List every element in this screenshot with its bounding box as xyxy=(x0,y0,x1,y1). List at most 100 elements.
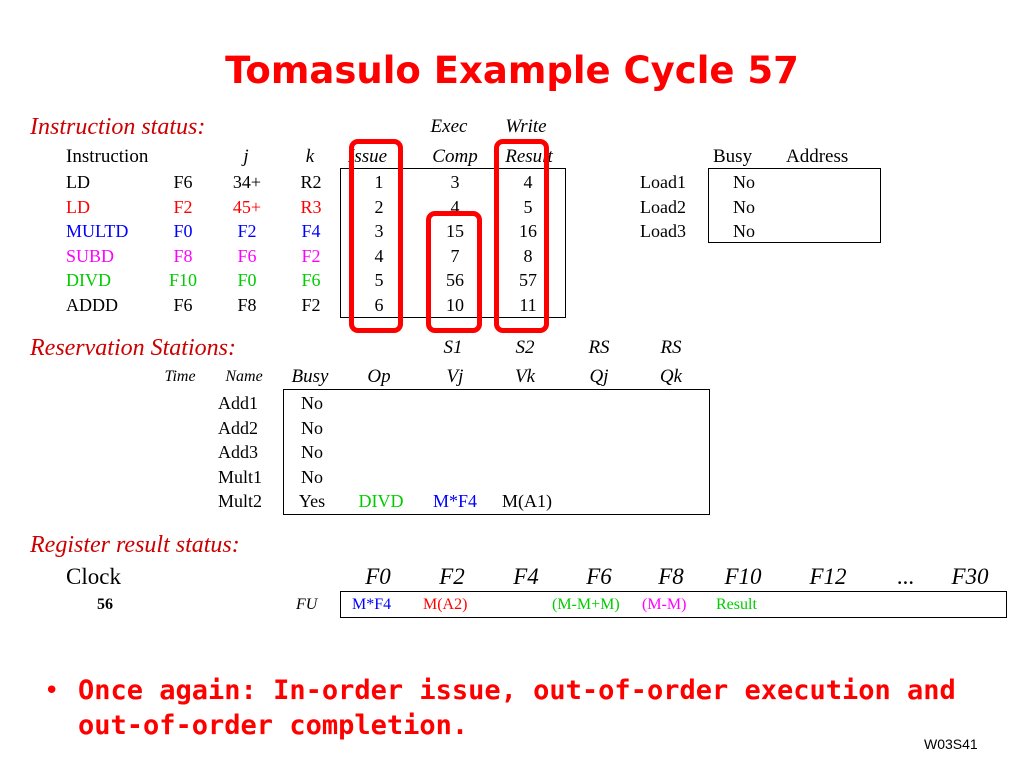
register-name: F0 xyxy=(365,564,391,589)
instr-issue: 6 xyxy=(374,295,384,315)
vk-header: Vk xyxy=(514,366,536,387)
instr-result: 4 xyxy=(523,172,533,192)
load-buffers-table-box xyxy=(708,168,881,243)
register-result-status-label: Register result status: xyxy=(30,532,240,558)
instr-comp: 4 xyxy=(450,196,460,217)
instr-j: F6 xyxy=(237,245,257,266)
rs-vj: M*F4 xyxy=(432,491,478,512)
instruction-header: Instruction xyxy=(66,146,149,167)
load-buffer-busy: No xyxy=(733,221,755,242)
register-fu-value: M(A2) xyxy=(423,597,468,613)
qk-header: Qk xyxy=(659,366,683,387)
rs-name: Add2 xyxy=(218,417,258,438)
load-busy-header: Busy xyxy=(713,146,753,167)
result-header: Result xyxy=(505,146,553,167)
instr-op: DIVD xyxy=(66,270,111,291)
slide-footer: W03S41 xyxy=(924,736,978,752)
instr-dest: F8 xyxy=(173,245,193,266)
rs-name: Mult2 xyxy=(218,491,263,512)
register-fu-value: Result xyxy=(716,597,757,613)
register-name: F6 xyxy=(586,564,612,589)
instr-k: R3 xyxy=(300,196,322,217)
comp-column-highlight xyxy=(426,211,482,333)
register-fu-value: (M-M) xyxy=(642,597,687,613)
clock-value: 56 xyxy=(97,596,113,613)
comp-header: Comp xyxy=(432,146,478,167)
instr-dest: F6 xyxy=(173,295,193,315)
register-name: F30 xyxy=(951,564,989,589)
rs-busy: No xyxy=(301,417,323,438)
s2-header: S2 xyxy=(515,337,535,358)
instr-dest: F0 xyxy=(173,221,193,242)
register-name: F10 xyxy=(724,564,762,589)
op-header: Op xyxy=(367,366,391,387)
rs-name: Add3 xyxy=(218,442,258,463)
instr-j: 45+ xyxy=(232,196,262,217)
reservation-stations-table-box xyxy=(283,389,710,515)
k-header: k xyxy=(305,146,315,167)
issue-header: Issue xyxy=(348,147,388,166)
load-buffer-name: Load2 xyxy=(640,196,686,217)
instr-op: MULTD xyxy=(66,221,129,242)
instr-k: F2 xyxy=(301,245,321,266)
slide-title: Tomasulo Example Cycle 57 xyxy=(225,49,799,92)
load-buffer-name: Load3 xyxy=(640,221,686,242)
j-header: j xyxy=(243,146,249,167)
register-name: F12 xyxy=(809,564,847,589)
instr-issue: 1 xyxy=(374,172,384,192)
rs-qk-group-header: RS xyxy=(660,337,682,358)
write-header: Write xyxy=(505,116,547,137)
clock-label: Clock xyxy=(66,564,121,589)
instr-j: 34+ xyxy=(232,172,262,192)
register-name: ... xyxy=(897,564,915,589)
instr-comp: 56 xyxy=(446,270,464,291)
instr-comp: 3 xyxy=(450,172,460,192)
busy-header: Busy xyxy=(291,366,329,387)
issue-column-highlight xyxy=(349,139,403,333)
instr-issue: 5 xyxy=(374,270,384,291)
register-status-table-box xyxy=(340,591,1007,618)
instr-comp: 15 xyxy=(446,221,464,242)
instr-result: 11 xyxy=(519,295,537,315)
load-buffer-name: Load1 xyxy=(640,172,686,192)
instr-result: 5 xyxy=(523,196,533,217)
instruction-status-table-box xyxy=(340,168,566,318)
instr-comp: 7 xyxy=(450,245,460,266)
rs-busy: Yes xyxy=(298,491,326,512)
register-fu-value: (M-M+M) xyxy=(552,597,620,613)
rs-busy: No xyxy=(301,442,323,463)
fu-label: FU xyxy=(296,596,318,613)
bullet-text: Once again: In-order issue, out-of-order… xyxy=(78,675,956,741)
instr-result: 57 xyxy=(519,270,537,291)
instr-op: LD xyxy=(66,196,90,217)
load-buffer-busy: No xyxy=(733,196,755,217)
time-header: Time xyxy=(164,368,196,385)
instr-op: ADDD xyxy=(66,295,118,315)
instruction-status-label: Instruction status: xyxy=(30,114,206,140)
s1-header: S1 xyxy=(443,337,463,358)
load-address-header: Address xyxy=(786,146,849,167)
instr-issue: 3 xyxy=(374,221,384,242)
instr-result: 8 xyxy=(523,245,533,266)
rs-vk: M(A1) xyxy=(502,491,552,512)
register-name: F4 xyxy=(513,564,539,589)
load-buffer-busy: No xyxy=(733,172,755,192)
instr-k: R2 xyxy=(300,172,322,192)
rs-name: Add1 xyxy=(218,393,258,413)
instr-j: F8 xyxy=(237,295,257,315)
bullet-marker: • xyxy=(44,676,60,706)
instr-issue: 4 xyxy=(374,245,384,266)
instr-issue: 2 xyxy=(374,196,384,217)
rs-qj-group-header: RS xyxy=(588,337,610,358)
rs-op: DIVD xyxy=(358,491,404,512)
result-column-highlight xyxy=(494,139,549,333)
instr-dest: F10 xyxy=(168,270,198,291)
instr-k: F4 xyxy=(301,221,321,242)
instr-op: SUBD xyxy=(66,245,115,266)
instr-k: F2 xyxy=(301,295,321,315)
rs-busy: No xyxy=(301,466,323,487)
instr-result: 16 xyxy=(519,221,537,242)
instr-dest: F2 xyxy=(173,196,193,217)
instr-op: LD xyxy=(66,172,90,192)
register-fu-value: M*F4 xyxy=(352,597,392,613)
